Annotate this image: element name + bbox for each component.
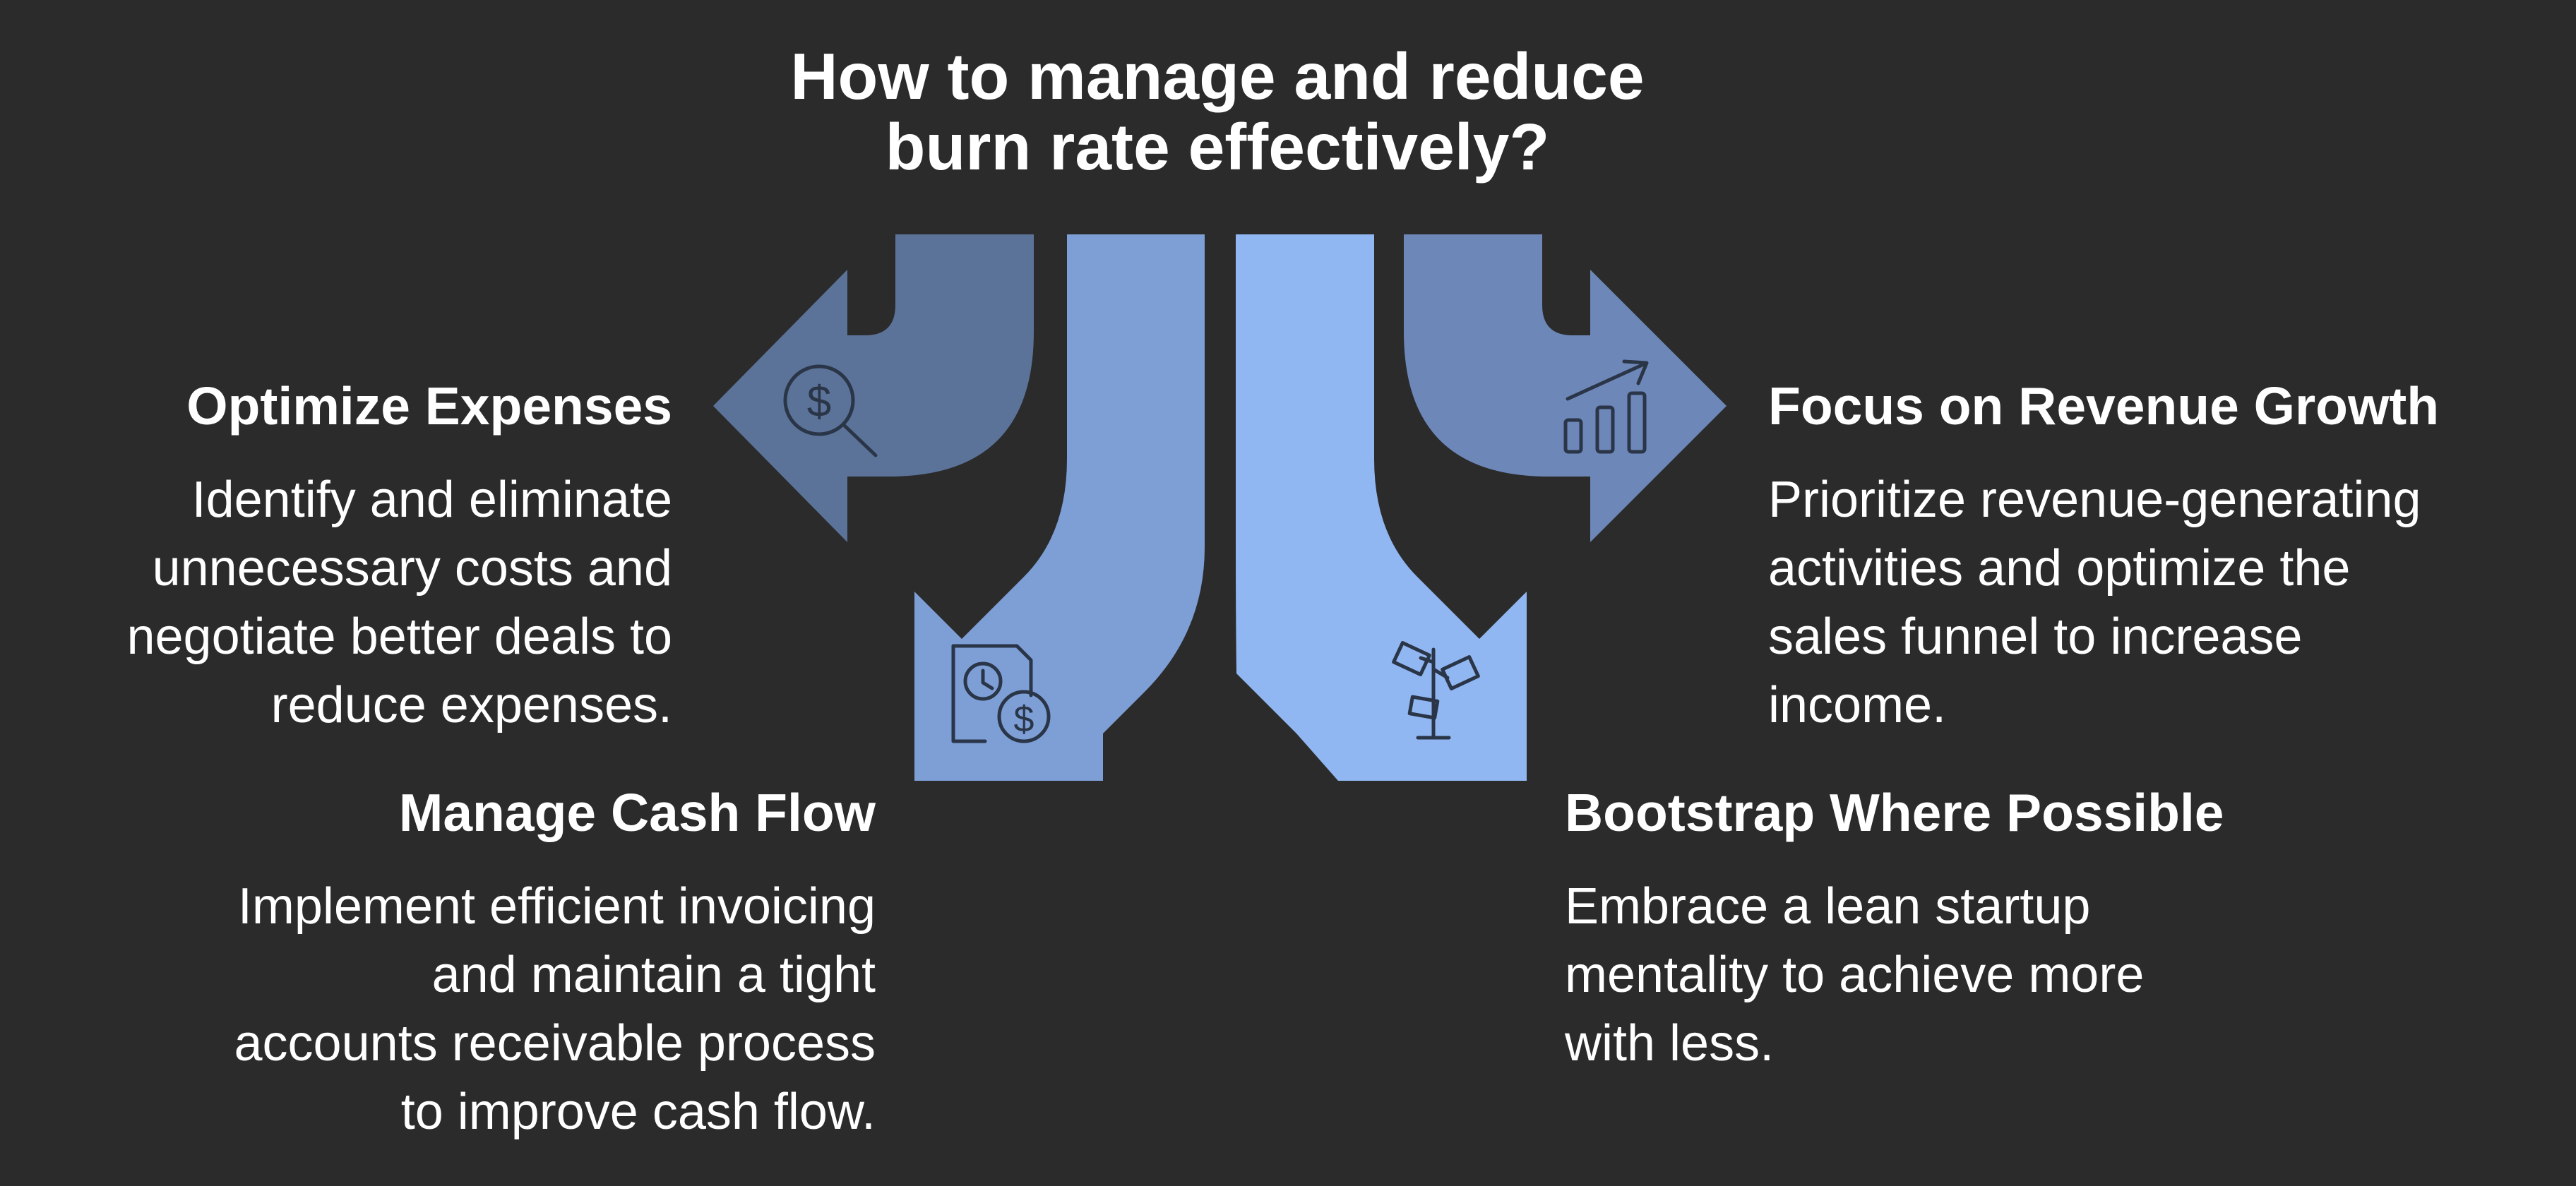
- arrow-optimize-expenses: [713, 234, 1034, 542]
- svg-text:$: $: [807, 378, 831, 426]
- bar-chart-growth-icon: [1563, 359, 1649, 454]
- title-line-1: How to manage and reduce: [790, 40, 1645, 113]
- manage-cash-flow-heading: Manage Cash Flow: [398, 783, 876, 842]
- revenue-growth-block: Focus on Revenue Growth Prioritize reven…: [1768, 374, 2573, 740]
- arrow-bootstrap: [1236, 234, 1527, 781]
- desc-line: income.: [1768, 677, 1947, 733]
- desc-line: Embrace a lean startup: [1565, 878, 2091, 935]
- money-plant-icon: [1392, 641, 1480, 740]
- desc-line: unnecessary costs and: [152, 540, 672, 597]
- title-line-2: burn rate effectively?: [885, 110, 1550, 184]
- bootstrap-description: Embrace a lean startup mentality to achi…: [1565, 873, 2342, 1078]
- clock-dollar-document-icon: $: [951, 644, 1051, 743]
- desc-line: with less.: [1565, 1015, 1775, 1072]
- optimize-expenses-description: Identify and eliminate unnecessary costs…: [28, 466, 672, 740]
- desc-line: and maintain a tight: [431, 947, 876, 1003]
- arrow-revenue-growth: [1404, 234, 1727, 542]
- desc-line: negotiate better deals to: [126, 609, 672, 665]
- revenue-growth-description: Prioritize revenue-generating activities…: [1768, 466, 2573, 740]
- bootstrap-heading: Bootstrap Where Possible: [1565, 783, 2224, 842]
- desc-line: Implement efficient invoicing: [237, 878, 876, 935]
- svg-text:$: $: [1014, 699, 1034, 740]
- manage-cash-flow-block: Manage Cash Flow Implement efficient inv…: [113, 781, 876, 1146]
- desc-line: sales funnel to increase: [1768, 609, 2303, 665]
- desc-line: mentality to achieve more: [1565, 947, 2145, 1003]
- desc-line: Prioritize revenue-generating: [1768, 472, 2421, 528]
- desc-line: Identify and eliminate: [191, 472, 672, 528]
- diagram-title: How to manage and reduce burn rate effec…: [652, 41, 1782, 182]
- desc-line: activities and optimize the: [1768, 540, 2351, 597]
- optimize-expenses-block: Optimize Expenses Identify and eliminate…: [28, 374, 672, 740]
- desc-line: accounts receivable process: [234, 1015, 876, 1072]
- optimize-expenses-heading: Optimize Expenses: [186, 376, 672, 436]
- desc-line: reduce expenses.: [270, 677, 672, 733]
- bootstrap-block: Bootstrap Where Possible Embrace a lean …: [1565, 781, 2342, 1078]
- desc-line: to improve cash flow.: [400, 1084, 876, 1140]
- dollar-search-icon: $: [783, 364, 878, 457]
- revenue-growth-heading: Focus on Revenue Growth: [1768, 376, 2440, 436]
- manage-cash-flow-description: Implement efficient invoicing and mainta…: [113, 873, 876, 1146]
